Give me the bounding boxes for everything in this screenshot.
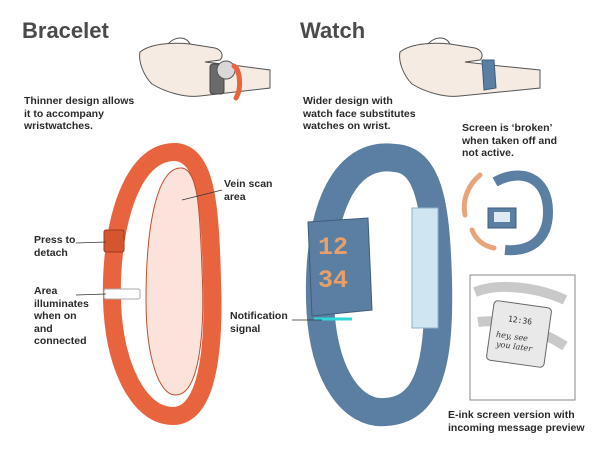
bracelet-band — [102, 143, 222, 425]
vein-scan-label: Vein scan area — [224, 178, 273, 203]
watch-band — [305, 143, 453, 427]
illumination-area-label: Area illuminates when on and connected — [34, 285, 89, 347]
watch-title: Watch — [300, 18, 366, 43]
watch-description: Wider design with watch face substitutes… — [303, 95, 416, 132]
bracelet-title: Bracelet — [22, 18, 109, 43]
detach-button — [103, 229, 125, 253]
broken-screen-sketch — [461, 170, 554, 256]
watch-digits-bottom: 34 — [318, 266, 349, 295]
watch-digits-top: 12 — [318, 233, 349, 262]
eink-screen — [486, 300, 552, 368]
notification-signal-label: Notification signal — [230, 310, 288, 335]
eink-detail-box — [469, 274, 576, 401]
press-to-detach-label: Press to detach — [34, 234, 76, 259]
illuminated-area — [103, 288, 141, 300]
watch-hand-sketch — [399, 37, 541, 97]
rotate-arrow-icon — [461, 172, 483, 218]
eink-caption: E-ink screen version with incoming messa… — [448, 409, 585, 434]
bracelet-hand-sketch — [139, 37, 271, 101]
leader-lines — [75, 189, 322, 321]
rotate-arrow-icon — [469, 227, 497, 251]
broken-screen-label: Screen is ‘broken’ when taken off and no… — [462, 122, 558, 159]
bracelet-description: Thinner design allows it to accompany wr… — [24, 95, 135, 132]
